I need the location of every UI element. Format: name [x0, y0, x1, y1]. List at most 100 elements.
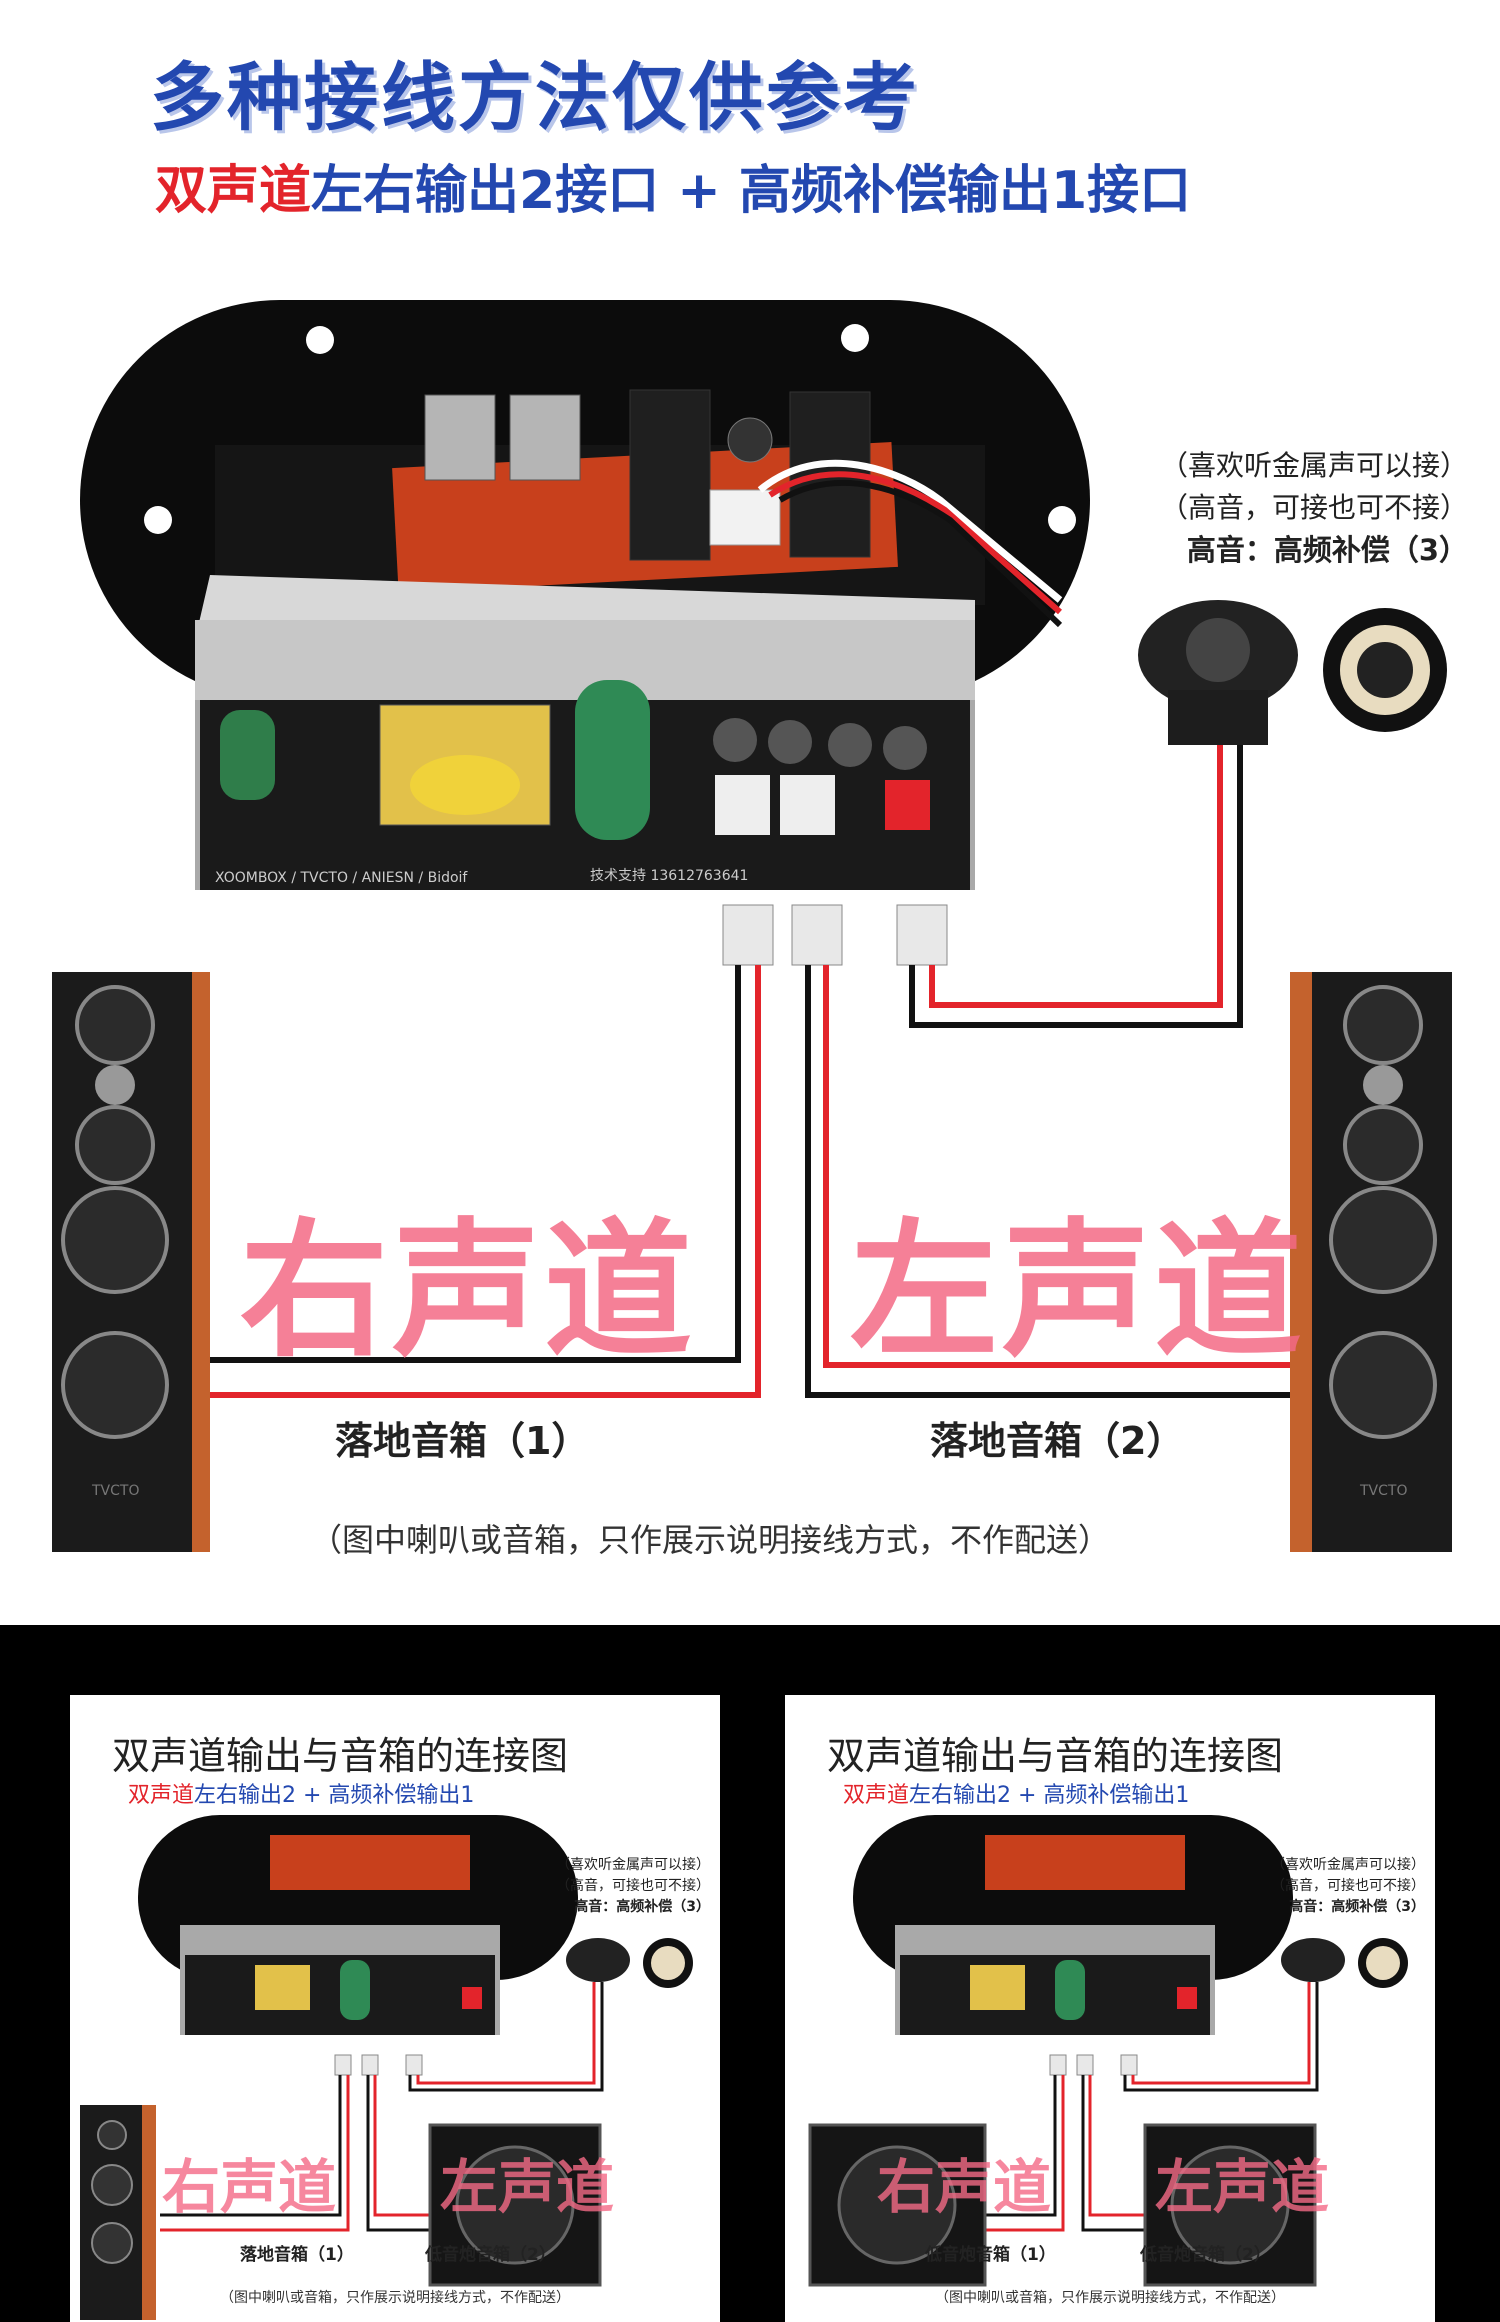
- wire-tweeter: [408, 1982, 604, 2092]
- plug-left: [791, 904, 843, 966]
- card-left-channel: 左声道: [1155, 2153, 1330, 2221]
- card-right-channel: 右声道: [877, 2153, 1052, 2221]
- tweeter-dome: [1186, 618, 1250, 682]
- card-right-channel: 右声道: [162, 2153, 337, 2221]
- tweeter-back-ring: [1366, 1946, 1400, 1980]
- plug-left: [1076, 2054, 1094, 2076]
- tweeter-label: （喜欢听金属声可以接） （高音，可接也可不接） 高音：高频补偿（3）: [1160, 445, 1468, 571]
- card-tweeter-note-2: （高音，可接也可不接）: [556, 1878, 710, 1894]
- wire-tweeter: [1123, 1982, 1319, 2092]
- card-speaker-1-label: 低音炮音箱（1）: [925, 2245, 1056, 2265]
- card-speaker-2-label: 低音炮音箱（2）: [1140, 2245, 1271, 2265]
- wiring-diagram: XOOMBOX / TVCTO / ANIESN / Bidoif 技术支持 1…: [52, 300, 1452, 1552]
- control-pcb: [985, 1835, 1185, 1890]
- card-diagram: [808, 1815, 1408, 2287]
- board-support: 技术支持 13612763641: [590, 868, 748, 884]
- wire-right-black: [210, 965, 741, 1363]
- card-tweeter-title: 高音：高频补偿（3）: [574, 1899, 710, 1915]
- card-subtitle-outputs: 左右输出2 + 高频补偿输出1: [909, 1783, 1190, 1808]
- transformer: [970, 1965, 1025, 2010]
- card-subtitle: 双声道左右输出2 + 高频补偿输出1: [843, 1777, 1189, 1809]
- tweeter-title: 高音：高频补偿（3）: [1186, 533, 1468, 567]
- heatsink-shade: [195, 620, 975, 700]
- capacitor: [220, 710, 275, 800]
- card-left-channel: 左声道: [440, 2153, 615, 2221]
- plug-tweeter: [896, 904, 948, 966]
- subtitle-outputs: 左右输出2接口 + 高频补偿输出1接口: [311, 161, 1192, 221]
- example-card-2: 双声道输出与音箱的连接图 双声道左右输出2 + 高频补偿输出1 （喜欢听金属声可…: [785, 1695, 1435, 2322]
- card-note: （图中喇叭或音箱，只作展示说明接线方式，不作配送）: [935, 2290, 1285, 2306]
- woofer: [1329, 1186, 1437, 1294]
- woofer: [91, 2164, 133, 2206]
- right-channel-label: 右声道: [240, 1205, 696, 1377]
- woofer: [91, 2222, 133, 2264]
- tweeter-output-socket: [1177, 1987, 1197, 2009]
- card-tweeter-label: （喜欢听金属声可以接） （高音，可接也可不接） 高音：高频补偿（3）: [1271, 1855, 1425, 1918]
- tweeter-front: [566, 1938, 630, 1982]
- tweeter-front: [1281, 1938, 1345, 1982]
- wire-bundle: [768, 471, 1062, 615]
- usb-port: [509, 394, 581, 481]
- wire-tweeter: [1131, 1982, 1311, 2085]
- wire-tweeter: [416, 1982, 596, 2085]
- wire-right: [985, 2075, 1065, 2232]
- tweeter-base: [1168, 690, 1268, 745]
- inductor: [828, 723, 872, 767]
- wire-connector: [709, 489, 781, 546]
- capacitor: [340, 1960, 370, 2020]
- woofer: [75, 985, 155, 1065]
- woofer: [97, 2120, 127, 2150]
- card-note: （图中喇叭或音箱，只作展示说明接线方式，不作配送）: [220, 2290, 570, 2306]
- card-tweeter-note-1: （喜欢听金属声可以接）: [1271, 1857, 1425, 1873]
- speaker-brand: TVCTO: [1359, 1483, 1407, 1499]
- left-output-socket: [780, 775, 835, 835]
- plug-right: [722, 904, 774, 966]
- tweeter-note-1: （喜欢听金属声可以接）: [1159, 449, 1468, 482]
- wire-right: [160, 2075, 350, 2232]
- wire-right: [985, 2075, 1057, 2217]
- mounting-hole: [841, 324, 869, 352]
- wire-left: [1081, 2075, 1145, 2232]
- woofer: [1343, 985, 1423, 1065]
- wire-bundle: [778, 479, 1063, 628]
- page-subtitle: 双声道左右输出2接口 + 高频补偿输出1接口: [155, 148, 1191, 223]
- mounting-hole: [1048, 506, 1076, 534]
- tweeter-small: [95, 1065, 135, 1105]
- floor-speaker-1-label: 落地音箱（1）: [335, 1419, 590, 1463]
- tweeter-output-socket: [885, 780, 930, 830]
- wire-right: [160, 2075, 342, 2217]
- tweeter-note-2: （高音，可接也可不接）: [1159, 491, 1468, 524]
- tweeter-back-ring: [651, 1946, 685, 1980]
- tweeter-output-socket: [462, 1987, 482, 2009]
- card-subtitle-outputs: 左右输出2 + 高频补偿输出1: [194, 1783, 475, 1808]
- usb-port: [424, 394, 496, 481]
- woofer: [1329, 1331, 1437, 1439]
- card-speaker-1-label: 落地音箱（1）: [240, 2245, 354, 2265]
- woofer: [61, 1186, 169, 1294]
- woofer: [75, 1105, 155, 1185]
- wire-bundle: [757, 459, 1063, 603]
- woofer: [1343, 1105, 1423, 1185]
- wire-left: [373, 2075, 430, 2217]
- card-title: 双声道输出与音箱的连接图: [112, 1734, 569, 1778]
- wire-tweeter-black: [909, 745, 1243, 1028]
- capacitor: [575, 680, 650, 840]
- speaker-brand: TVCTO: [91, 1483, 139, 1499]
- floor-speaker-2-side: [1290, 972, 1315, 1552]
- plug-right: [1049, 2054, 1067, 2076]
- transformer: [255, 1965, 310, 2010]
- wire-left: [366, 2075, 430, 2232]
- card-subtitle: 双声道左右输出2 + 高频补偿输出1: [128, 1777, 474, 1809]
- plug-left: [361, 2054, 379, 2076]
- wire-left-black: [805, 965, 1290, 1398]
- plug-tweeter: [405, 2054, 423, 2076]
- card-speaker-2-label: 低音炮音箱（2）: [425, 2245, 556, 2265]
- wire-tweeter-red: [929, 745, 1223, 1008]
- input-jack: [629, 389, 711, 561]
- subwoofer-cone: [1170, 2145, 1290, 2265]
- card-tweeter-note-2: （高音，可接也可不接）: [1271, 1878, 1425, 1894]
- plug-tweeter: [1120, 2054, 1138, 2076]
- control-pcb: [270, 1835, 470, 1890]
- plug-right: [334, 2054, 352, 2076]
- wire-right-red: [210, 965, 761, 1398]
